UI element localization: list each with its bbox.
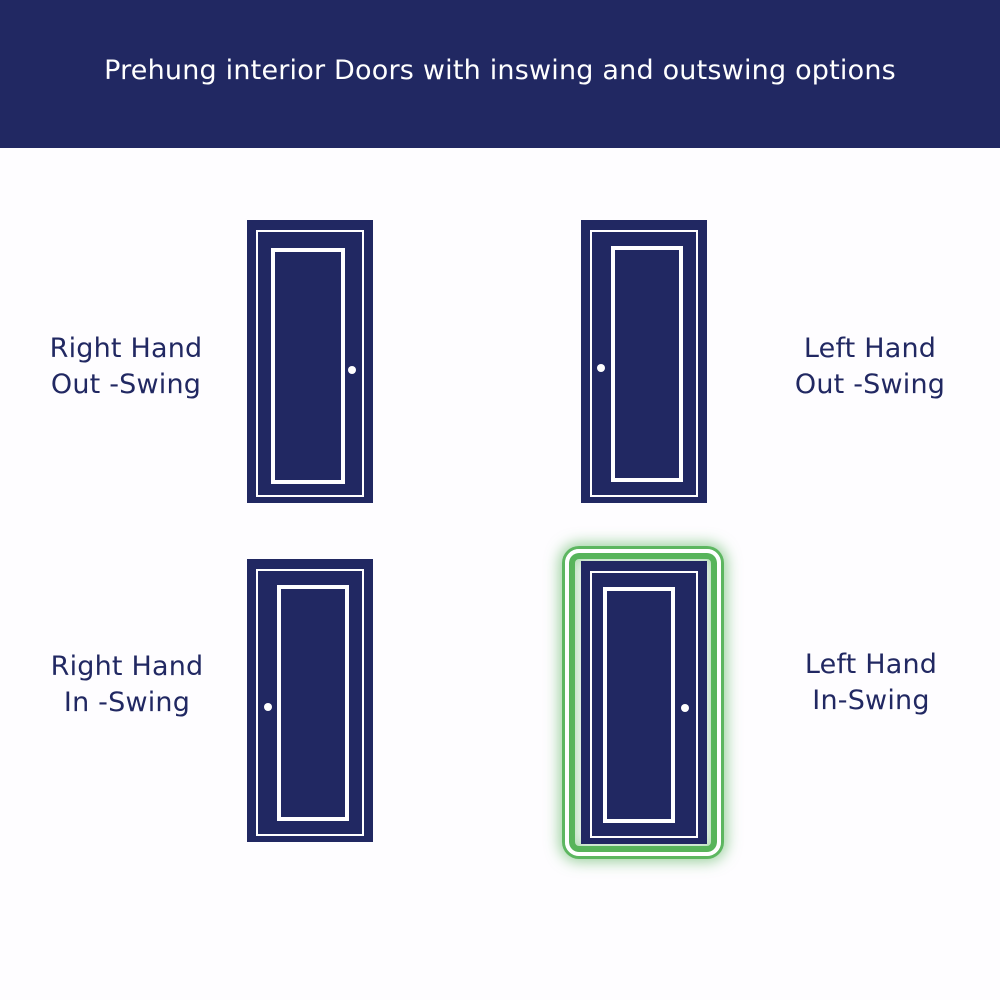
label-left-hand-out-swing: Left Hand Out -Swing [740,331,1000,403]
label-line2: Out -Swing [50,369,202,400]
label-line2: In-Swing [812,685,930,716]
label-right-hand-out-swing: Right Hand Out -Swing [0,331,256,403]
door-right-hand-in-swing[interactable] [247,559,373,842]
door-icon [247,220,373,503]
door-left-hand-in-swing[interactable] [581,561,707,844]
label-line2: In -Swing [63,687,191,718]
door-icon [581,561,707,844]
label-line1: Left Hand [804,649,938,680]
label-line1: Left Hand [803,333,937,364]
door-knob [597,364,605,372]
page-title: Prehung interior Doors with inswing and … [104,54,896,86]
door-right-hand-out-swing[interactable] [247,220,373,503]
door-left-hand-out-swing[interactable] [581,220,707,503]
door-knob [681,704,689,712]
door-knob [348,366,356,374]
label-left-hand-in-swing: Left Hand In-Swing [741,647,1000,719]
door-icon [247,559,373,842]
header-banner: Prehung interior Doors with inswing and … [0,0,1000,148]
label-line1: Right Hand [49,333,203,364]
label-line1: Right Hand [50,651,204,682]
label-line2: Out -Swing [794,369,946,400]
label-right-hand-in-swing: Right Hand In -Swing [0,649,257,721]
door-knob [264,703,272,711]
door-icon [581,220,707,503]
